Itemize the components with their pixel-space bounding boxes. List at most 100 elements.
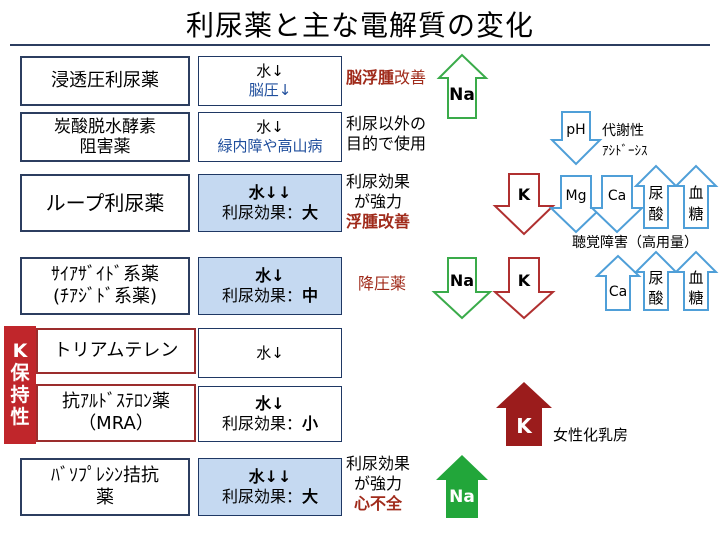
k-label: K — [518, 271, 531, 290]
note-line2: 目的で使用 — [346, 134, 427, 153]
effect-water: 水↓↓ — [248, 467, 292, 486]
k-up-arrow-mra: K — [496, 382, 552, 446]
effect-water: 水↓↓ — [248, 183, 292, 202]
effect-box-cai: 水↓ 緑内障や高山病 — [198, 112, 342, 162]
effect-label: 利尿効果： — [221, 487, 302, 506]
effect-water: 水↓ — [256, 62, 284, 81]
urate-up-arrow-loop: 尿 酸 — [633, 164, 679, 229]
glucose-label-a: 血 — [688, 269, 703, 287]
drug-name-line2: （MRA） — [78, 413, 154, 434]
k-sparing-char-4: 性 — [10, 405, 30, 428]
drug-name: トリアムテレン — [53, 340, 179, 362]
metabolic-note-line2: ｱｼﾄﾞｰｼｽ — [602, 144, 648, 159]
note-other-purpose: 利尿以外の 目的で使用 — [346, 114, 426, 154]
drug-name-line2: 薬 — [96, 487, 114, 508]
note-loop: 利尿効果 が強力 浮腫改善 — [346, 172, 410, 232]
na-label: Na — [450, 271, 474, 290]
urate-label-a: 尿 — [648, 269, 663, 287]
k-sparing-char-2: 保 — [10, 362, 30, 385]
note-edema-improvement: 浮腫改善 — [346, 212, 411, 231]
effect-water: 水↓ — [255, 266, 285, 285]
glucose-label-a: 血 — [688, 184, 703, 202]
note-line1: 利尿以外の — [346, 114, 427, 133]
urate-label-b: 酸 — [648, 289, 663, 307]
note-brain-edema-strong: 脳浮腫 — [346, 68, 395, 87]
metabolic-note-line1: 代謝性 — [602, 123, 644, 139]
drug-name-line1: ﾊﾞｿﾌﾟﾚｼﾝ拮抗 — [51, 465, 159, 487]
effect-water: 水↓ — [256, 118, 284, 137]
note-line1: 利尿効果 — [346, 172, 411, 191]
effect-label: 利尿効果： — [221, 414, 302, 433]
page-title: 利尿薬と主な電解質の変化 — [185, 9, 534, 42]
effect-box-osmotic: 水↓ 脳圧↓ — [198, 56, 342, 106]
drug-osmotic-diuretic: 浸透圧利尿薬 — [20, 56, 190, 106]
drug-name-line1: ｻｲｱｻﾞｲﾄﾞ系薬 — [51, 264, 159, 286]
glucose-up-arrow-thiazide: 血 糖 — [673, 250, 719, 311]
effect-strength: 小 — [302, 414, 319, 433]
mg-down-arrow: Mg — [548, 175, 604, 234]
na-down-arrow-thiazide: Na — [431, 257, 493, 320]
effect-diuretic-strength: 利尿効果：小 — [222, 414, 318, 434]
ca-down-arrow-loop: Ca — [589, 175, 645, 234]
effect-diuretic-strength: 利尿効果：大 — [222, 203, 318, 223]
note-improvement: 改善 — [394, 68, 427, 87]
effect-box-thiazide: 水↓ 利尿効果：中 — [198, 257, 342, 315]
drug-name-line2: 阻害薬 — [79, 137, 131, 157]
urate-label-a: 尿 — [648, 184, 663, 202]
effect-diuretic-strength: 利尿効果：大 — [222, 487, 318, 507]
urate-up-arrow-thiazide: 尿 酸 — [633, 250, 679, 311]
effect-label: 利尿効果： — [221, 286, 302, 305]
ph-label: pH — [566, 122, 585, 138]
ca-label: Ca — [609, 284, 627, 300]
drug-loop-diuretic: ループ利尿薬 — [20, 174, 190, 232]
effect-glaucoma: 緑内障や高山病 — [217, 137, 323, 155]
ca-label: Ca — [608, 188, 626, 204]
drug-triamterene: トリアムテレン — [36, 328, 196, 374]
k-sparing-char-3: 持 — [10, 384, 30, 406]
effect-box-vaptan: 水↓↓ 利尿効果：大 — [198, 458, 342, 516]
note-vaptan: 利尿効果 が強力 心不全 — [346, 454, 410, 514]
drug-carbonic-anhydrase-inhibitor: 炭酸脱水酵素 阻害薬 — [20, 112, 190, 162]
drug-name: 浸透圧利尿薬 — [51, 70, 159, 92]
note-line2: が強力 — [354, 474, 403, 493]
effect-water: 水↓ — [256, 343, 284, 362]
note-heart-failure: 心不全 — [354, 494, 403, 513]
k-sparing-char-1: K — [12, 340, 28, 363]
effect-box-triamterene: 水↓ — [198, 328, 342, 378]
glucose-label-b: 糖 — [688, 205, 703, 223]
k-label: K — [518, 185, 531, 204]
ca-up-arrow-thiazide: Ca — [594, 254, 642, 311]
effect-strength: 大 — [302, 487, 319, 506]
na-up-arrow-osmotic: Na — [436, 53, 489, 119]
effect-box-mra: 水↓ 利尿効果：小 — [198, 386, 342, 442]
gynecomastia-note: 女性化乳房 — [553, 426, 628, 444]
note-line2: が強力 — [354, 192, 403, 211]
na-label: Na — [449, 487, 475, 507]
drug-thiazide: ｻｲｱｻﾞｲﾄﾞ系薬 (ﾁｱｼﾞﾄﾞ系薬) — [20, 257, 190, 315]
effect-brain-pressure: 脳圧↓ — [248, 81, 292, 99]
glucose-up-arrow-loop: 血 糖 — [673, 164, 719, 229]
k-label: K — [516, 414, 533, 438]
k-down-arrow-thiazide: K — [492, 257, 556, 320]
drug-name-line1: 抗ｱﾙﾄﾞｽﾃﾛﾝ薬 — [62, 391, 170, 413]
effect-diuretic-strength: 利尿効果：中 — [222, 286, 318, 306]
effect-water: 水↓ — [255, 394, 285, 413]
note-antihypertensive: 降圧薬 — [358, 274, 407, 293]
na-label: Na — [449, 85, 475, 105]
drug-vasopressin-antagonist: ﾊﾞｿﾌﾟﾚｼﾝ拮抗 薬 — [20, 458, 190, 516]
na-up-arrow-vaptan: Na — [436, 455, 488, 518]
drug-name-line2: (ﾁｱｼﾞﾄﾞ系薬) — [52, 286, 158, 307]
k-down-arrow-loop: K — [492, 173, 556, 236]
effect-strength: 大 — [302, 203, 319, 222]
mg-label: Mg — [566, 188, 587, 204]
title-underline — [10, 44, 710, 46]
hearing-impairment-note: 聴覚障害（高用量） — [572, 234, 698, 251]
effect-strength: 中 — [302, 286, 319, 305]
k-sparing-label: K 保 持 性 — [4, 326, 36, 444]
note-brain-edema: 脳浮腫改善 — [346, 68, 426, 88]
drug-name: ループ利尿薬 — [45, 191, 165, 215]
note-line1: 利尿効果 — [346, 454, 411, 473]
effect-label: 利尿効果： — [221, 203, 302, 222]
urate-label-b: 酸 — [648, 205, 663, 223]
